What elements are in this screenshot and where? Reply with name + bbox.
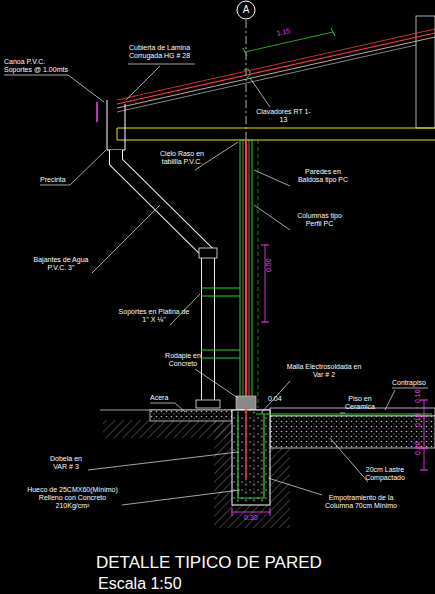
callout-label: Clavadores RT 1-13 bbox=[256, 108, 311, 124]
callout-label: Empotramiento de la Columna 70cm Mínimo bbox=[316, 494, 406, 510]
callout-label: Cielo Raso en tablilla P.V.C. bbox=[152, 150, 212, 166]
callout-label: Malla Electrosoldada en Var # 2 bbox=[285, 363, 363, 379]
axis-bubble: A bbox=[236, 0, 256, 20]
callout-label: Paredes en Baldosa tipo PC bbox=[292, 168, 354, 184]
callout-label: Columnas tipo Perfil PC bbox=[292, 212, 347, 228]
callout-label: Dobela en VAR # 3 bbox=[46, 455, 86, 471]
callout-label: Precinta bbox=[40, 176, 66, 184]
callout-label: Hueco de 25CMX60(Mínimo) Relleno con Con… bbox=[24, 486, 121, 510]
callout-label: Canoa P.V.C. Soportes @ 1.00mts bbox=[4, 58, 72, 74]
callout-label: 20cm Lastre Compactado bbox=[355, 466, 415, 482]
dimension-text: 0.30 bbox=[244, 514, 258, 522]
dimension-text: 1.15 bbox=[276, 27, 291, 38]
scale-caption: Escala 1:50 bbox=[98, 574, 182, 593]
dimension-text: 0.20 bbox=[414, 441, 422, 455]
dimension-text: 0.10 bbox=[414, 413, 422, 427]
callout-label: Rodapie en Concreto bbox=[160, 352, 206, 368]
callout-label: 0.04 bbox=[268, 395, 282, 403]
dimension-text: 0.10 bbox=[414, 389, 422, 403]
callout-label: Piso en Ceramica bbox=[340, 395, 380, 411]
dimension-text: 0.50 bbox=[265, 258, 273, 272]
callout-label: Contrapiso bbox=[392, 379, 426, 387]
callout-label: Cubierta de Lamina Corrugada HG # 28 bbox=[122, 44, 197, 60]
callout-label: Bajantes de Agua P.V.C. 3" bbox=[30, 256, 92, 272]
drawing-title: DETALLE TIPICO DE PARED bbox=[96, 553, 322, 573]
callout-label: Soportes en Platina de 1" X ⅛" bbox=[118, 308, 190, 324]
axis-letter: A bbox=[236, 0, 256, 20]
callout-label: Acera bbox=[150, 394, 168, 402]
